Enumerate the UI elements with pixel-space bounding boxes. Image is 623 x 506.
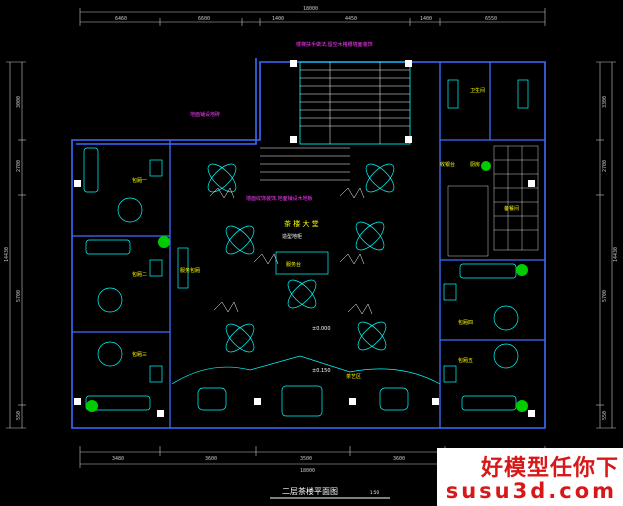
watermark-line-2: susu3d.com bbox=[445, 479, 617, 503]
bottom-dim-2: 3600 bbox=[205, 456, 217, 462]
room-label-4: 包厢四 bbox=[458, 319, 473, 326]
right-dim-4: 550 bbox=[602, 411, 608, 420]
service-blocks bbox=[447, 145, 539, 257]
room-label-2: 包厢二 bbox=[132, 271, 147, 278]
left-dim-total: 14430 bbox=[4, 247, 10, 262]
stair-note: 楼梯扶手做法,留空木格栅墙面装饰 bbox=[296, 41, 373, 48]
left-dim-1: 3000 bbox=[16, 96, 22, 108]
top-dim-5: 1400 bbox=[420, 16, 432, 22]
top-dim-4: 4450 bbox=[345, 16, 357, 22]
center-note-1: 墙面纹饰装饰,地面铺设木地板 bbox=[246, 195, 313, 202]
bottom-dim-4: 3600 bbox=[393, 456, 405, 462]
prep: 备餐间 bbox=[504, 205, 519, 212]
left-dim-4: 550 bbox=[16, 411, 22, 420]
center-note-2: 造型地柜 bbox=[282, 233, 302, 240]
cashier: 收银台 bbox=[440, 161, 455, 168]
top-dim-3: 1400 bbox=[272, 16, 284, 22]
side-note: 服务包厢 bbox=[180, 267, 200, 274]
hall-decor bbox=[209, 187, 373, 315]
upper-note: 地面铺设地砖 bbox=[190, 111, 220, 118]
outer-walls bbox=[71, 58, 546, 429]
left-dim-2: 2700 bbox=[16, 160, 22, 172]
hall-table-groups bbox=[171, 163, 441, 417]
right-dim-total: 14430 bbox=[613, 247, 619, 262]
top-dimension-chain bbox=[79, 8, 546, 26]
left-dimension-chain bbox=[6, 61, 26, 429]
left-dim-3: 5700 bbox=[16, 290, 22, 302]
plan-title: 二层茶楼平面图 bbox=[282, 486, 338, 496]
right-dim-1: 3300 bbox=[602, 96, 608, 108]
bottom-dim-3: 3500 bbox=[300, 456, 312, 462]
right-room-furniture bbox=[443, 79, 529, 411]
tea-area: 茶艺区 bbox=[346, 373, 361, 380]
plan-scale: 1:50 bbox=[370, 490, 379, 495]
top-dim-1: 6460 bbox=[115, 16, 127, 22]
room-label-3: 包厢三 bbox=[132, 351, 147, 358]
wc: 卫生间 bbox=[470, 87, 485, 94]
top-dim-6: 6550 bbox=[485, 16, 497, 22]
top-dim-total: 18000 bbox=[303, 6, 318, 12]
right-dimension-chain bbox=[596, 61, 616, 429]
hall-title: 茶 楼 大 堂 bbox=[284, 219, 319, 228]
watermark-line-1: 好模型任你下 bbox=[480, 456, 619, 481]
room-label-1: 包厢一 bbox=[132, 177, 147, 184]
bottom-dim-1: 3480 bbox=[112, 456, 124, 462]
structural-columns bbox=[74, 60, 535, 417]
pantry: 厨房 bbox=[470, 161, 480, 168]
center-note-3: 服务台 bbox=[286, 261, 301, 268]
interior-walls bbox=[72, 62, 545, 428]
left-room-furniture bbox=[83, 147, 189, 411]
watermark-badge: 好模型任你下 susu3d.com bbox=[437, 448, 623, 506]
right-dim-2: 2700 bbox=[602, 160, 608, 172]
elev-1: ±0.000 bbox=[312, 326, 331, 332]
elev-2: ±0.150 bbox=[312, 368, 331, 374]
top-dim-2: 6600 bbox=[198, 16, 210, 22]
room-label-5: 包厢五 bbox=[458, 357, 473, 364]
right-dim-3: 5700 bbox=[602, 290, 608, 302]
bottom-dim-total: 18000 bbox=[300, 468, 315, 474]
plants bbox=[86, 161, 528, 412]
staircase bbox=[260, 62, 410, 181]
